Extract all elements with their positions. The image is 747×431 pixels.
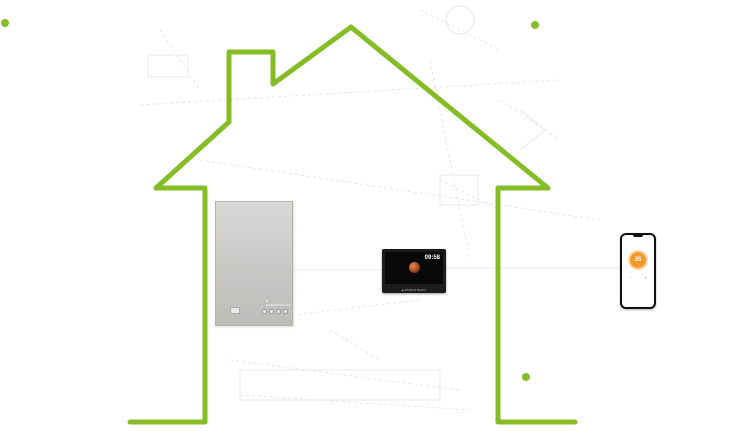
background-sketch-shapes <box>147 5 546 401</box>
boiler-display <box>230 307 240 314</box>
decor-dot-top-right <box>531 21 539 29</box>
boiler-unit: ■ CHAFFOTEAUX <box>215 201 293 326</box>
boiler-brand-label: ■ CHAFFOTEAUX <box>266 299 291 307</box>
boiler-button <box>262 309 267 314</box>
phone-screen: 35 − + <box>622 235 654 307</box>
temperature-value: 35 <box>634 257 642 263</box>
controller-screen: 09:58 <box>385 252 443 284</box>
increase-temperature-button: + <box>644 275 647 280</box>
smart-controller: 09:58 ■ CHAFFOTEAUX <box>382 249 446 293</box>
smartphone: 35 − + <box>620 233 656 309</box>
phone-notch <box>633 235 643 237</box>
decor-dot-top-left <box>1 19 9 27</box>
house-outline <box>127 24 578 425</box>
boiler-button <box>276 309 281 314</box>
thermostat-dial: 35 <box>628 250 648 270</box>
boiler-button-group <box>262 309 288 314</box>
decrease-temperature-button: − <box>629 275 632 280</box>
controller-time: 09:58 <box>424 255 440 261</box>
decor-dot-bottom-right <box>522 373 530 381</box>
boiler-button <box>269 309 274 314</box>
planet-image <box>409 262 420 273</box>
controller-brand-label: ■ CHAFFOTEAUX <box>401 289 427 292</box>
background-sketch <box>139 9 601 411</box>
boiler-button <box>283 309 288 314</box>
